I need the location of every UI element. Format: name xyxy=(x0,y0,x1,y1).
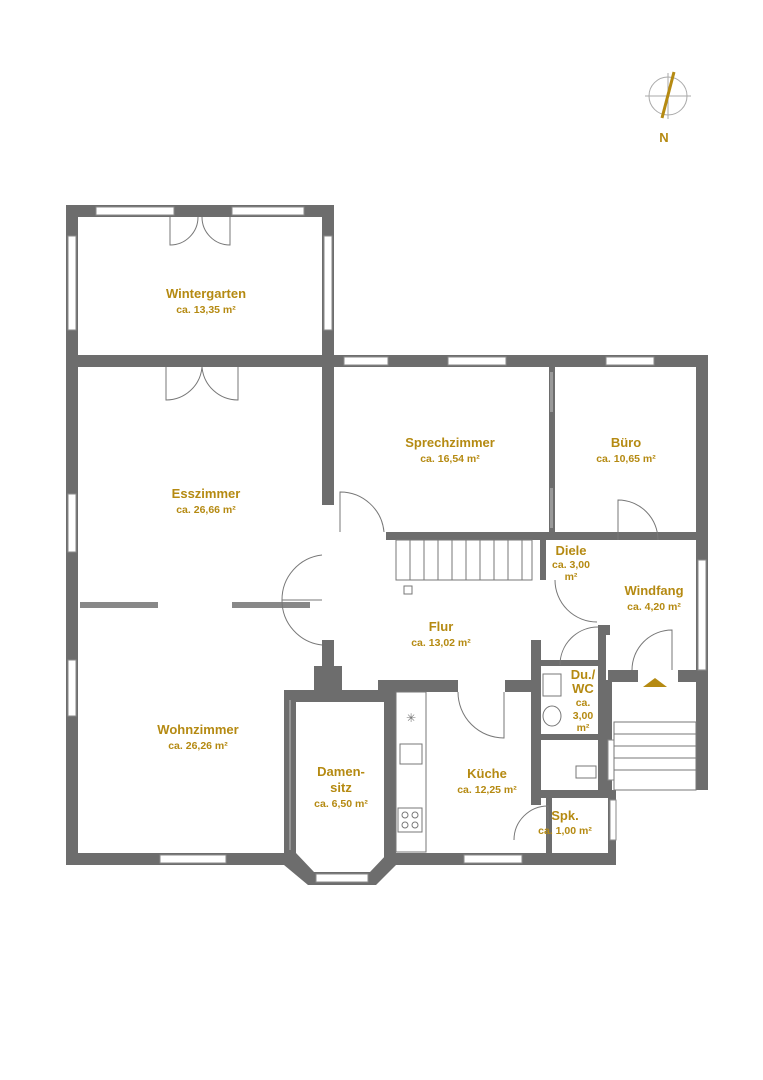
room-area-damensitz: ca. 6,50 m² xyxy=(314,798,368,810)
room-name-kueche: Küche xyxy=(467,766,507,781)
room-name-du-wc-line2: WC xyxy=(572,681,594,696)
room-area-wintergarten: ca. 13,35 m² xyxy=(176,304,236,316)
room-name-diele: Diele xyxy=(555,543,586,558)
room-area-wohnzimmer: ca. 26,26 m² xyxy=(168,740,228,752)
room-area-spk: ca. 1,00 m² xyxy=(538,825,592,837)
room-area-du-wc-line3: m² xyxy=(577,722,590,734)
room-area-du-wc-line1: ca. xyxy=(576,697,591,709)
room-name-esszimmer: Esszimmer xyxy=(172,486,241,501)
room-name-du-wc-line1: Du./ xyxy=(571,667,596,682)
room-name-sprechzimmer: Sprechzimmer xyxy=(405,435,495,450)
room-area-diele-line2: m² xyxy=(565,571,578,583)
room-name-damensitz-line2: sitz xyxy=(330,780,352,795)
room-area-buero: ca. 10,65 m² xyxy=(596,453,656,465)
room-name-buero: Büro xyxy=(611,435,641,450)
windows xyxy=(67,206,707,883)
compass-north-label: N xyxy=(659,130,668,145)
walls xyxy=(66,205,708,885)
room-area-esszimmer: ca. 26,66 m² xyxy=(176,504,236,516)
room-area-diele-line1: ca. 3,00 xyxy=(552,559,590,571)
room-area-flur: ca. 13,02 m² xyxy=(411,637,471,649)
room-name-wohnzimmer: Wohnzimmer xyxy=(157,722,238,737)
room-area-sprechzimmer: ca. 16,54 m² xyxy=(420,453,480,465)
compass: N xyxy=(645,71,691,145)
fixtures: ✳ xyxy=(289,673,597,853)
room-labels: Wintergarten ca. 13,35 m² Esszimmer ca. … xyxy=(157,286,683,837)
room-area-du-wc-line2: 3,00 xyxy=(573,710,594,722)
room-name-windfang: Windfang xyxy=(624,583,683,598)
room-name-flur: Flur xyxy=(429,619,454,634)
room-name-damensitz-line1: Damen- xyxy=(317,764,365,779)
snowflake-icon: ✳ xyxy=(406,711,416,725)
doors xyxy=(80,216,673,841)
room-area-kueche: ca. 12,25 m² xyxy=(457,784,517,796)
stairs xyxy=(395,539,697,791)
room-area-windfang: ca. 4,20 m² xyxy=(627,601,681,613)
room-name-spk: Spk. xyxy=(551,808,578,823)
room-name-wintergarten: Wintergarten xyxy=(166,286,246,301)
